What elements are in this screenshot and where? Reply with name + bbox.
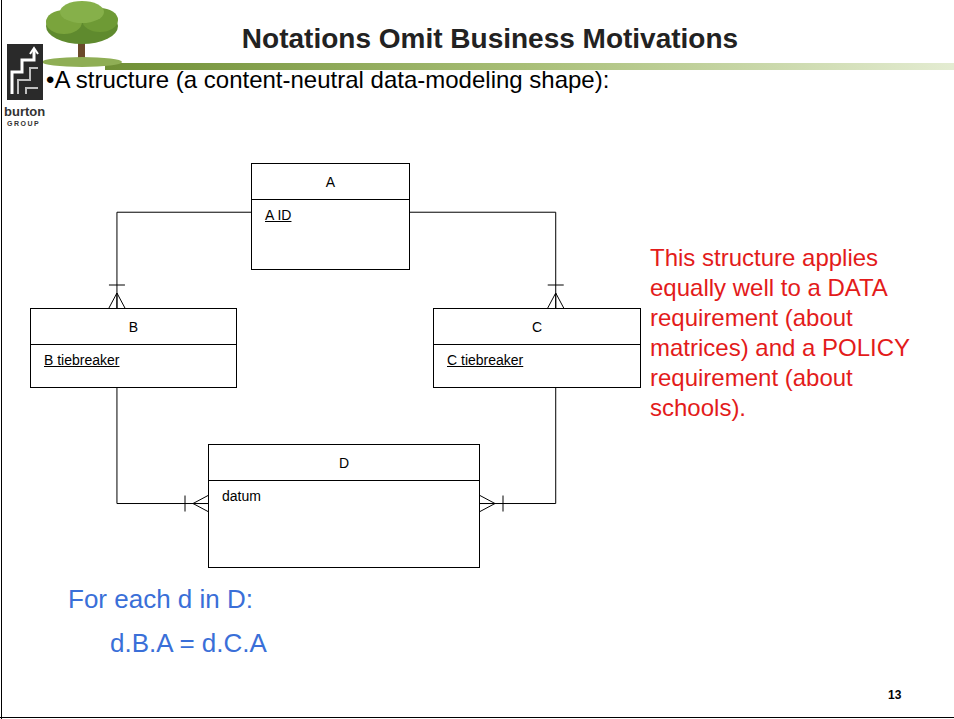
entity-name: C — [434, 309, 640, 345]
crows-foot — [556, 293, 564, 308]
key-attribute: C tiebreaker — [447, 352, 523, 368]
entity-name: A — [252, 164, 409, 200]
callout-note: This structure applies equally well to a… — [650, 243, 920, 423]
crows-foot — [116, 293, 117, 308]
crows-foot — [480, 496, 495, 504]
cardinality-bar — [185, 496, 186, 512]
relationship-connector — [410, 212, 564, 308]
attribute-row: B tiebreaker — [44, 352, 228, 368]
crows-foot — [193, 504, 208, 512]
relationship-connector — [117, 388, 208, 512]
tree-picture — [42, 1, 122, 67]
page-number: 13 — [888, 688, 901, 702]
logo-wordmark: GROUP — [7, 120, 40, 127]
crows-foot — [117, 293, 125, 308]
entity-box: B B tiebreaker — [30, 308, 237, 388]
key-attribute: A ID — [265, 207, 291, 223]
attribute-row: datum — [222, 488, 471, 504]
crows-foot — [480, 504, 495, 512]
slide-border — [0, 717, 954, 718]
crows-foot — [480, 503, 495, 504]
slide-title: Notations Omit Business Motivations — [120, 23, 860, 55]
entity-attribute: datum — [222, 488, 261, 504]
relationship-line — [117, 388, 208, 504]
cardinality-bar — [109, 285, 125, 286]
crows-foot — [555, 293, 556, 308]
constraint-formula: d.B.A = d.C.A — [110, 628, 267, 659]
entity-name: D — [209, 445, 479, 481]
relationship-connector — [480, 388, 556, 512]
entity-box: Ddatum — [208, 444, 480, 568]
slide-border — [1, 0, 2, 719]
attribute-row: C tiebreaker — [447, 352, 632, 368]
relationship-line — [480, 388, 556, 504]
entity-box: A A ID — [251, 163, 410, 270]
crows-foot — [109, 293, 117, 308]
relationship-line — [410, 212, 556, 308]
cardinality-bar — [548, 285, 564, 286]
constraint-text: For each d in D: — [68, 584, 253, 615]
relationship-line — [117, 212, 251, 308]
key-attribute: B tiebreaker — [44, 352, 119, 368]
logo-wordmark: burton — [4, 104, 45, 119]
crows-foot — [193, 503, 208, 504]
logo-icon — [7, 44, 43, 100]
entity-name: B — [31, 309, 236, 345]
crows-foot — [193, 496, 208, 504]
relationship-connector — [109, 212, 251, 308]
cardinality-bar — [503, 496, 504, 512]
bullet-point: •A structure (a content-neutral data-mod… — [46, 66, 609, 94]
entity-box: C C tiebreaker — [433, 308, 641, 388]
attribute-row: A ID — [265, 207, 401, 223]
crows-foot — [548, 293, 556, 308]
